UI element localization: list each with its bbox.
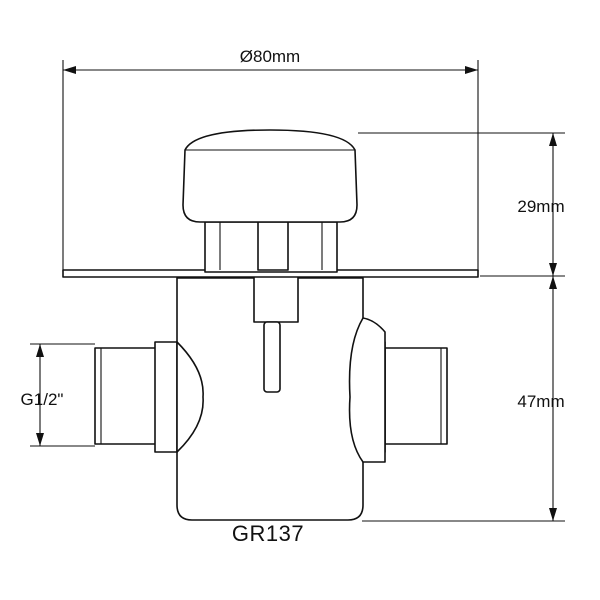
arrow-plate-down [549,276,557,289]
left-hex-nut [154,341,178,453]
push-button [182,129,358,273]
thread-dimension: G1/2" [21,343,95,447]
arrow-thread-bottom [36,433,44,446]
left-thread-outer [94,347,158,445]
arrow-right [465,66,478,74]
body-outline [176,277,364,521]
right-thread-outer [384,347,448,445]
arrow-left [63,66,76,74]
top-height-dimension: 29mm [358,132,565,277]
top-height-label: 29mm [517,197,564,216]
arrow-top [549,133,557,146]
stem-guide [253,269,299,323]
arrow-thread-top [36,344,44,357]
model-label: GR137 [232,521,304,546]
right-boss [348,317,386,463]
thread-label: G1/2" [21,390,64,409]
button-cap [182,129,358,223]
diameter-dimension: Ø80mm [62,47,479,272]
arrow-plate-up [549,263,557,276]
valve-body [94,269,448,521]
arrow-bottom [549,508,557,521]
diameter-label: Ø80mm [240,47,300,66]
button-spindle [257,221,289,271]
body-height-label: 47mm [517,392,564,411]
left-boss [176,341,204,453]
body-height-dimension: 47mm [362,276,565,522]
stem-rod [263,321,281,393]
